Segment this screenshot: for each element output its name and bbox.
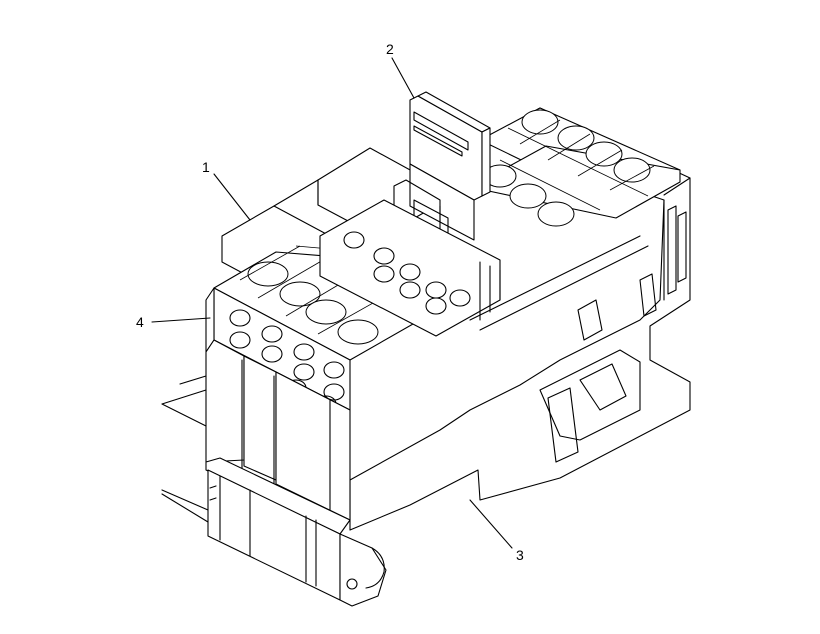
cover-plate xyxy=(393,91,491,245)
callout-label-3: 3 xyxy=(516,547,524,563)
leader-3 xyxy=(469,499,513,549)
main-housing xyxy=(349,107,691,531)
leader-2 xyxy=(391,57,415,99)
callout-label-2: 2 xyxy=(386,41,394,57)
leader-1 xyxy=(213,173,251,221)
leader-4 xyxy=(151,317,211,323)
callout-label-4: 4 xyxy=(136,314,144,330)
screw-clamps-middle xyxy=(319,199,501,337)
front-terminal-stack xyxy=(205,245,501,607)
callout-leaders xyxy=(151,57,513,549)
top-cell-grid xyxy=(479,107,681,227)
callout-label-1: 1 xyxy=(202,159,210,175)
din-rail xyxy=(161,375,209,523)
